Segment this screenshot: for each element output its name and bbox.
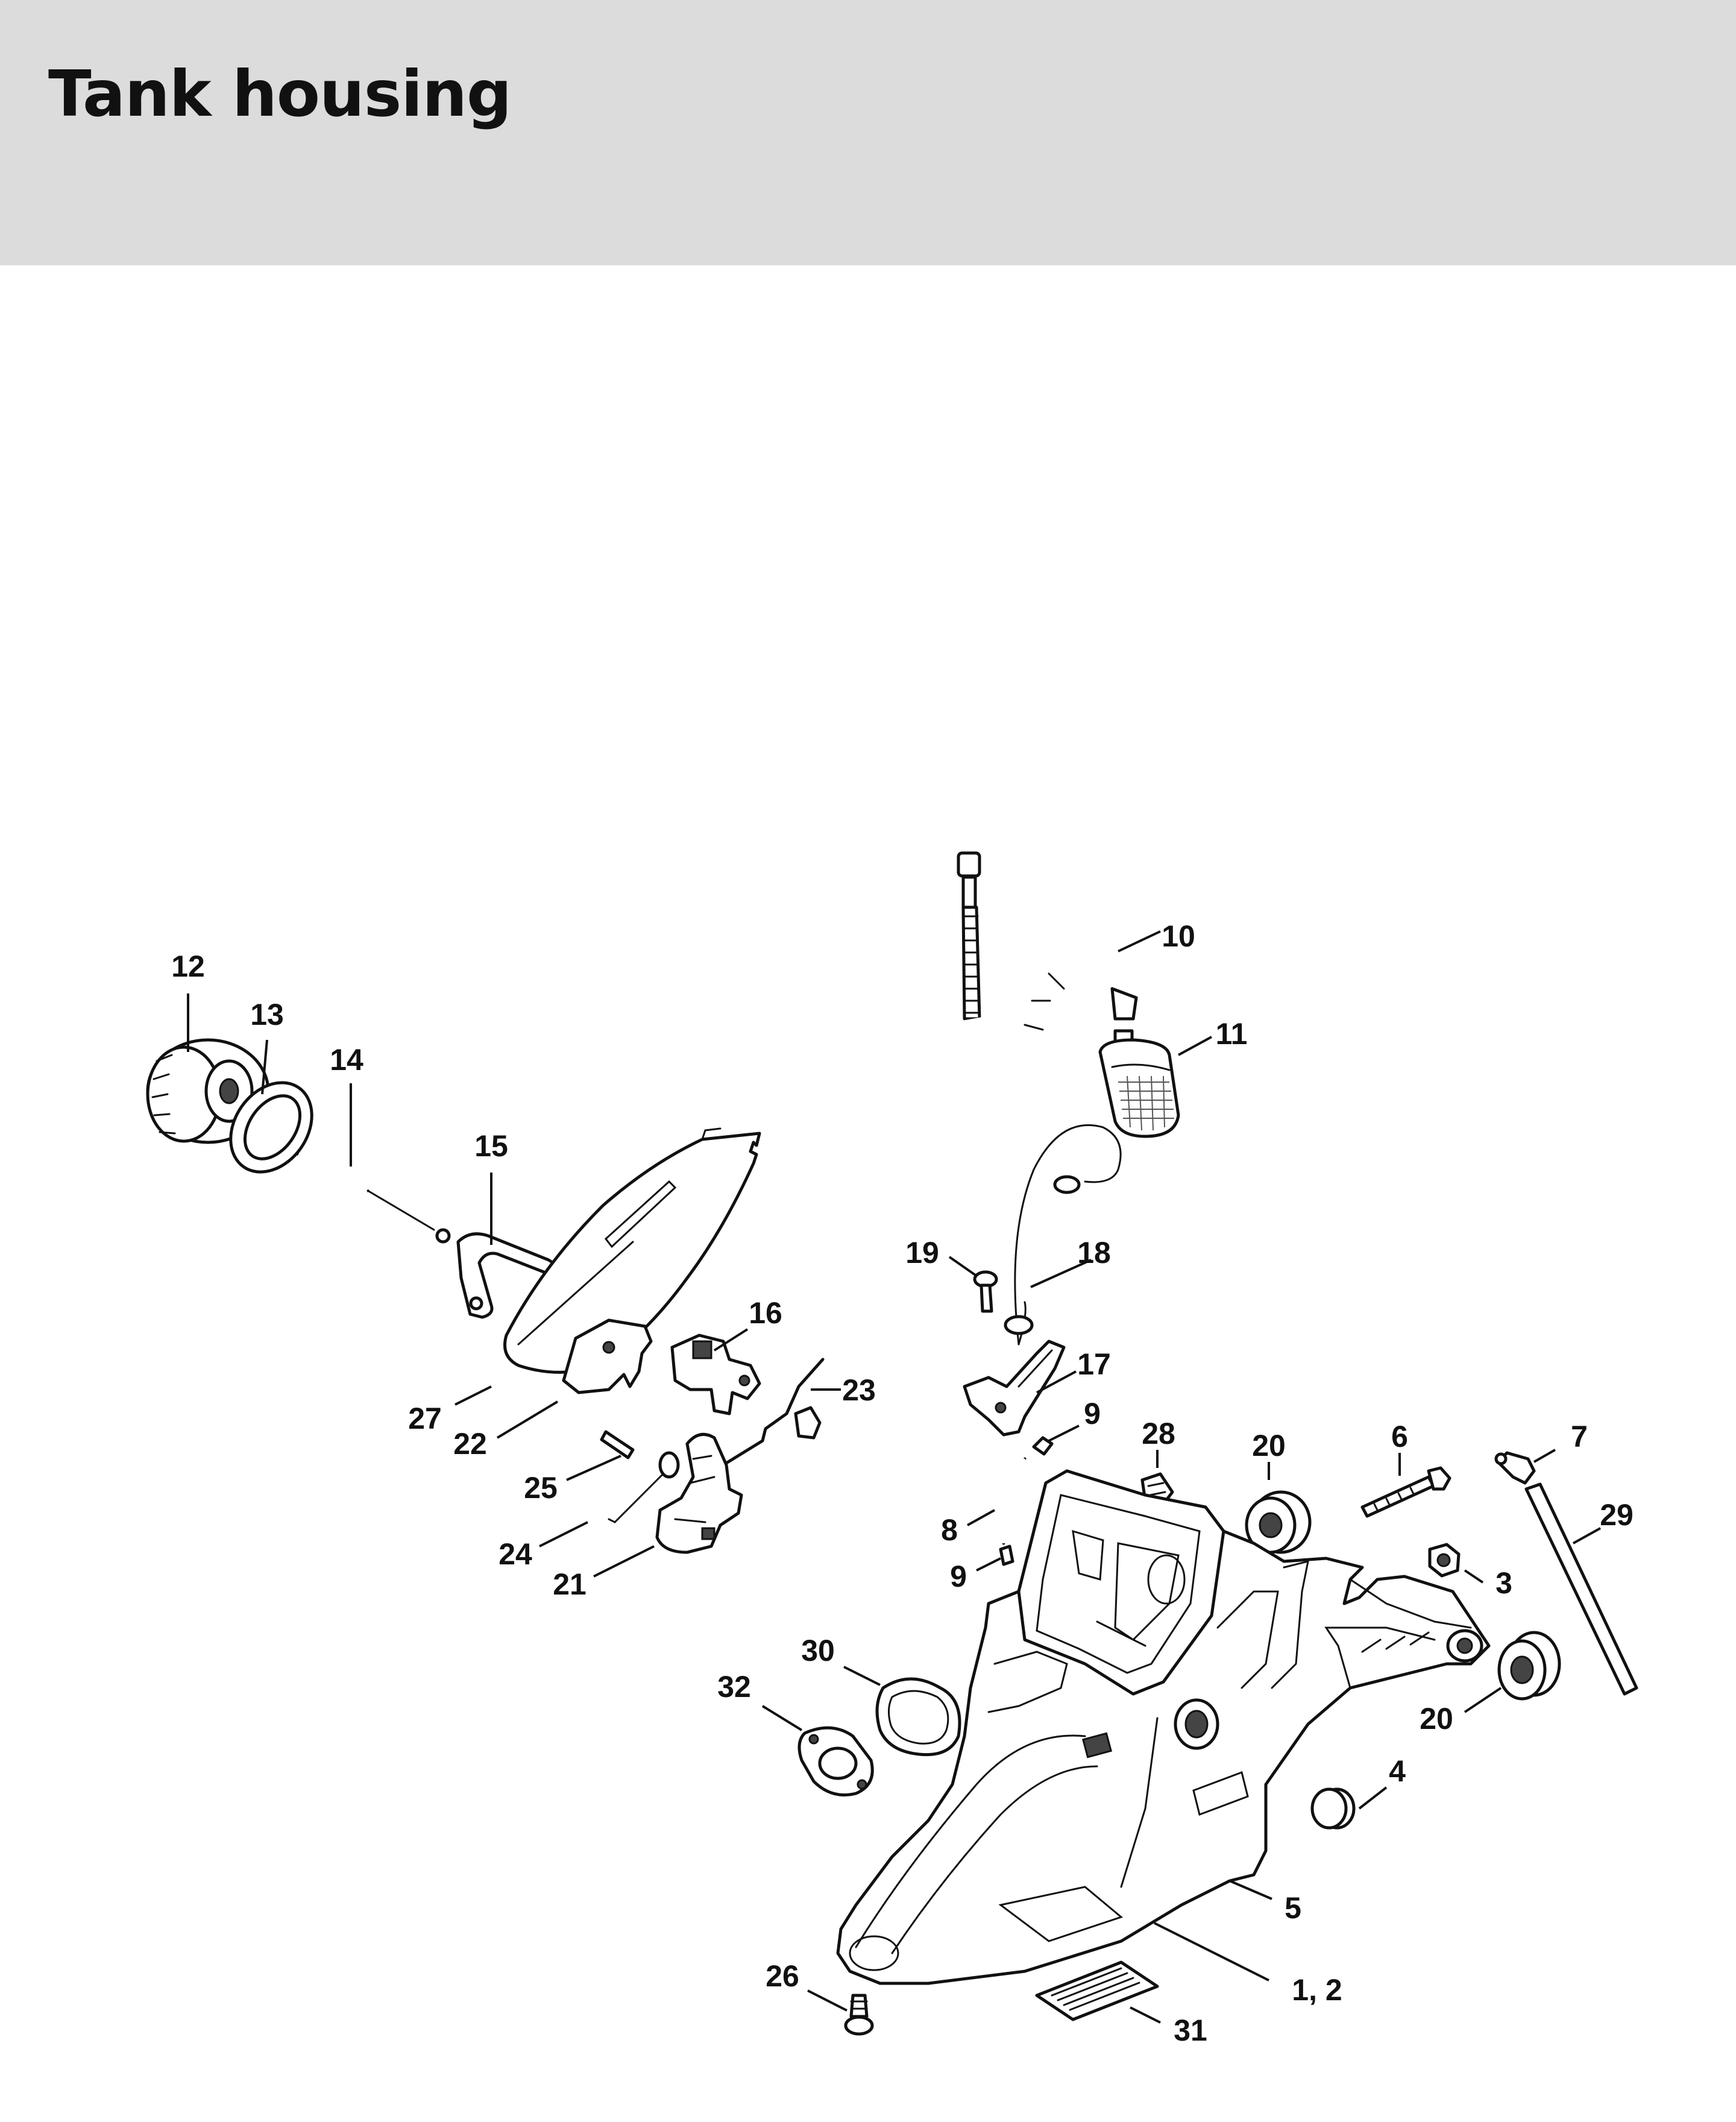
callout-13: 13	[250, 998, 284, 1031]
callout-9-bottom: 9	[950, 1560, 967, 1593]
callout-4: 4	[1389, 1754, 1406, 1788]
part-tank-housing	[836, 1469, 1491, 1985]
part-grommet-20b	[1497, 1631, 1561, 1701]
part-gasket-30	[875, 1677, 961, 1757]
callout-14: 14	[330, 1043, 363, 1077]
part-tank-cap	[146, 1038, 270, 1144]
part-label-31	[1035, 1960, 1159, 2021]
callout-24: 24	[498, 1537, 532, 1571]
callout-32: 32	[717, 1670, 751, 1704]
part-handle-cover	[503, 1127, 761, 1374]
part-tube-29	[1524, 1482, 1638, 1696]
callout-9-top: 9	[1084, 1397, 1101, 1431]
part-ground-wire	[1004, 1124, 1122, 1346]
part-trigger	[562, 1318, 653, 1394]
part-grommet-20a	[1245, 1490, 1312, 1554]
part-interlock	[670, 1333, 761, 1415]
callout-7: 7	[1571, 1420, 1588, 1453]
callout-28: 28	[1142, 1417, 1175, 1450]
part-fuel-filter	[1098, 1029, 1180, 1138]
callout-18: 18	[1077, 1236, 1111, 1270]
callout-8: 8	[941, 1513, 958, 1547]
part-lever	[456, 1232, 556, 1319]
callout-25: 25	[524, 1471, 558, 1505]
callout-26: 26	[766, 1959, 799, 1993]
part-screw-26	[844, 1994, 874, 2036]
callout-27: 27	[408, 1402, 442, 1435]
part-handle-molding	[655, 1432, 743, 1554]
part-seal-ring	[229, 1081, 313, 1174]
callout-17: 17	[1077, 1347, 1111, 1381]
callout-6: 6	[1391, 1420, 1408, 1453]
header-bar: Tank housing	[0, 0, 1736, 265]
part-bracket	[963, 1340, 1066, 1437]
callout-19: 19	[905, 1236, 939, 1270]
callout-10: 10	[1162, 919, 1195, 953]
part-nut-3	[1428, 1543, 1461, 1578]
callout-15: 15	[474, 1129, 508, 1163]
callout-22: 22	[453, 1427, 487, 1461]
part-hose-8	[998, 1456, 1029, 1545]
part-screw-6	[1360, 1466, 1451, 1518]
part-nipple-9	[1032, 1436, 1054, 1456]
callout-21: 21	[553, 1567, 587, 1601]
callout-3: 3	[1495, 1566, 1512, 1600]
leader-lines	[187, 930, 1601, 2024]
part-plug-4	[1310, 1787, 1356, 1830]
callout-29: 29	[1600, 1498, 1634, 1532]
callout-5: 5	[1285, 1891, 1301, 1925]
callout-12: 12	[171, 949, 205, 983]
callout-labels: 12 13 14 15 27 22 16 23 25 24 21 10 11 1…	[171, 919, 1634, 2047]
part-spring	[608, 1451, 680, 1523]
part-fuel-hose	[957, 851, 1138, 1056]
part-elbow-7	[1494, 1451, 1536, 1485]
callout-1-2: 1, 2	[1292, 1973, 1342, 2007]
callout-20-bottom: 20	[1420, 1702, 1453, 1736]
part-small-pin	[600, 1430, 635, 1459]
part-pin	[297, 1153, 451, 1244]
callout-31: 31	[1174, 2013, 1207, 2047]
callout-20-top: 20	[1252, 1429, 1286, 1462]
part-plate-32	[797, 1726, 874, 1796]
callout-23: 23	[842, 1373, 876, 1407]
part-throttle-rod	[722, 1358, 825, 1467]
part-nipple-9b	[999, 1544, 1014, 1566]
callout-11: 11	[1216, 1017, 1248, 1051]
callout-30: 30	[801, 1634, 835, 1667]
callout-16: 16	[749, 1296, 782, 1330]
part-screw-19	[973, 1270, 998, 1313]
page-title: Tank housing	[48, 57, 512, 131]
